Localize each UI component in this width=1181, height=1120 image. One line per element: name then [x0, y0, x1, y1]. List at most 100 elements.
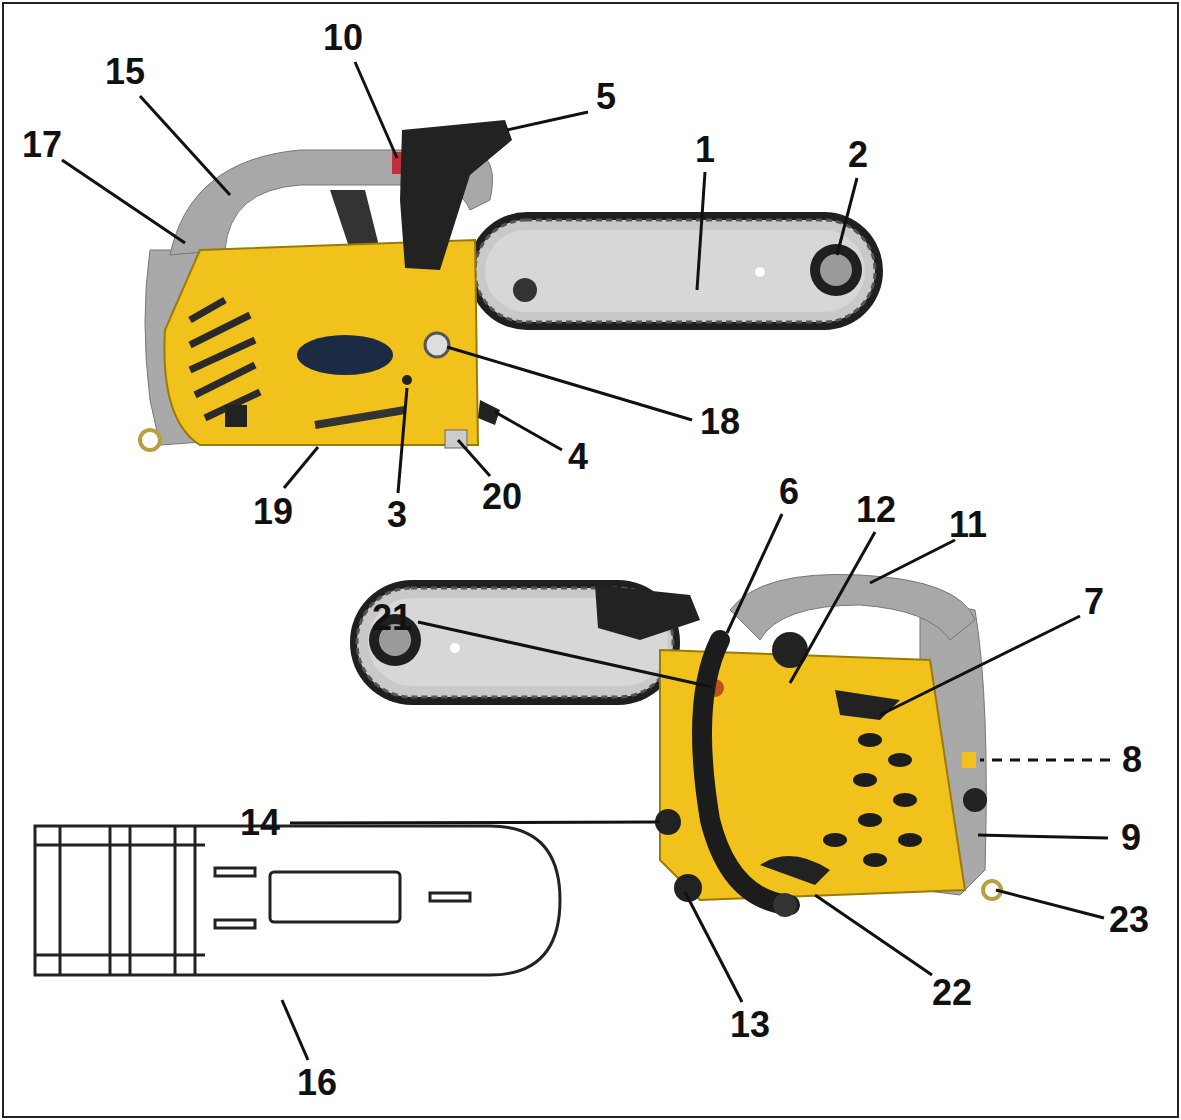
illustration-part: [837, 178, 857, 255]
illustration-part: [35, 954, 205, 957]
illustration-part: [190, 300, 225, 320]
callout-number: 14: [240, 805, 280, 841]
illustration-part: [996, 890, 1104, 918]
illustration-part: [870, 540, 955, 583]
illustration-part: [853, 773, 877, 787]
illustration-part: [195, 365, 255, 395]
illustration-part: [284, 447, 318, 488]
callout-number: 8: [1122, 742, 1142, 778]
illustration-part: [760, 856, 830, 885]
illustration-part: [35, 826, 560, 975]
illustration-part: [773, 893, 797, 917]
illustration-part: [425, 333, 449, 357]
illustration-part: [858, 733, 882, 747]
illustration-part: [730, 574, 975, 640]
leader-lines: [62, 62, 1110, 1060]
illustration-part: [835, 690, 900, 720]
illustration-part: [595, 585, 700, 640]
illustration-part: [888, 753, 912, 767]
illustration-part: [893, 793, 917, 807]
illustration-part: [418, 622, 712, 687]
callout-number: 17: [22, 127, 62, 163]
illustration-part: [755, 267, 765, 277]
illustration-part: [963, 788, 987, 812]
callout-number: 16: [297, 1065, 337, 1101]
illustration-part: [823, 733, 922, 867]
illustration-part: [315, 410, 405, 425]
callout-number: 1: [695, 132, 715, 168]
illustration-part: [485, 230, 865, 312]
callout-number: 5: [596, 79, 616, 115]
illustration-part: [685, 892, 742, 1002]
illustration-part: [475, 220, 875, 322]
illustration-part: [980, 759, 1110, 762]
illustration-part: [495, 412, 562, 450]
illustration-part: [62, 160, 185, 243]
illustration-part: [962, 752, 976, 768]
illustration-part: [820, 254, 852, 286]
illustration-part: [3, 3, 1178, 1117]
illustration-part: [194, 826, 197, 975]
illustration-part: [810, 244, 862, 296]
illustration-part: [468, 212, 883, 330]
illustration-part: [727, 514, 782, 633]
illustration-part: [978, 835, 1108, 838]
illustration-part: [880, 616, 1080, 715]
illustration-part: [270, 872, 400, 922]
illustration-part: [164, 240, 478, 445]
bottom-chainsaw: [350, 574, 1001, 917]
callout-number: 18: [700, 404, 740, 440]
illustration-part: [59, 826, 62, 975]
illustration-part: [402, 375, 412, 385]
illustration-part: [430, 893, 470, 901]
callout-number: 11: [949, 507, 987, 543]
illustration-part: [815, 895, 932, 975]
top-chainsaw: [140, 120, 883, 450]
callout-number: 10: [323, 20, 363, 56]
illustration-part: [858, 813, 882, 827]
illustration-part: [898, 833, 922, 847]
illustration-part: [398, 388, 407, 493]
illustration-part: [282, 1000, 308, 1060]
callout-number: 3: [387, 497, 407, 533]
illustration-part: [400, 120, 512, 270]
illustration-part: [863, 853, 887, 867]
callout-number: 4: [568, 439, 588, 475]
illustration-part: [450, 643, 460, 653]
illustration-part: [190, 340, 255, 370]
illustration-part: [140, 430, 160, 450]
callout-number: 23: [1109, 902, 1149, 938]
callout-number: 12: [856, 492, 896, 528]
illustration-part: [129, 826, 132, 975]
illustration-part: [215, 920, 255, 928]
callout-number: 19: [253, 494, 293, 530]
illustration-part: [190, 300, 260, 418]
callout-number: 13: [730, 1007, 770, 1043]
illustration-part: [697, 172, 705, 290]
illustration-part: [790, 532, 875, 683]
callout-number: 9: [1121, 820, 1141, 856]
callout-number: 2: [848, 137, 868, 173]
illustration-part: [447, 347, 692, 420]
illustration-part: [140, 96, 230, 195]
callout-number: 15: [105, 54, 145, 90]
callout-number: 7: [1084, 584, 1104, 620]
illustration-part: [702, 640, 790, 905]
illustration-part: [297, 335, 393, 375]
callout-number: 20: [482, 479, 522, 515]
illustration-part: [355, 62, 397, 158]
illustration-part: [190, 315, 250, 345]
illustration-part: [215, 868, 255, 876]
bar-guard: [35, 826, 560, 975]
illustration-part: [225, 405, 247, 427]
callout-number: 6: [779, 474, 799, 510]
illustration-part: [330, 190, 380, 250]
illustration-part: [174, 826, 177, 975]
illustration-part: [109, 826, 112, 975]
illustration-part: [823, 833, 847, 847]
callout-number: 21: [372, 600, 412, 636]
callout-number: 22: [932, 975, 972, 1011]
illustration-part: [458, 440, 490, 476]
